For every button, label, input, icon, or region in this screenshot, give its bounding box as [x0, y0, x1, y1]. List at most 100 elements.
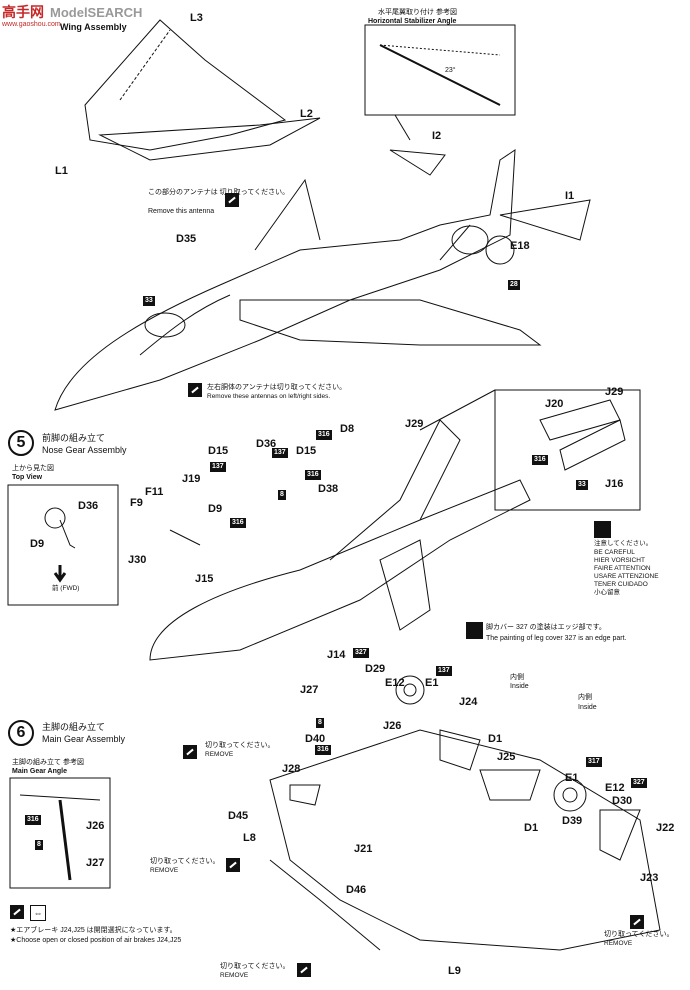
part-J29: J29 — [405, 418, 424, 430]
color-316: 316 — [305, 470, 321, 480]
part-L9: L9 — [448, 965, 461, 977]
caution-line: BE CAREFUL — [594, 549, 635, 556]
part-J19: J19 — [182, 473, 201, 485]
stabilizer-left — [389, 149, 446, 176]
part-I2: I2 — [432, 130, 442, 142]
stabilizer-ref-title-en: Horizontal Stabilizer Angle — [368, 18, 457, 25]
remove-note-en: REMOVE — [150, 867, 179, 874]
part-J29: J29 — [605, 386, 624, 398]
part-D39: D39 — [562, 815, 583, 827]
part-J14: J14 — [327, 649, 346, 661]
part-D35: D35 — [176, 233, 197, 245]
part-D1: D1 — [488, 733, 503, 745]
cut-icon — [297, 963, 311, 977]
step-5-number: 5 — [8, 430, 34, 456]
part-D1: D1 — [524, 822, 539, 834]
color-327: 327 — [353, 648, 369, 658]
step-5-title-jp: 前脚の組み立て — [42, 433, 106, 443]
part-D30: D30 — [612, 795, 633, 807]
wing-outline — [84, 19, 287, 151]
leg-cover-note-en: The painting of leg cover 327 is an edge… — [486, 635, 627, 642]
caution-line: USARE ATTENZIONE — [594, 573, 659, 580]
inside-en: Inside — [578, 704, 597, 711]
top-view-title-en: Top View — [12, 474, 43, 481]
main-gear-angle-title-jp: 主脚の組み立て 参考図 — [12, 759, 84, 766]
stabilizer-ref-title-jp: 水平尾翼取り付け 参考図 — [378, 9, 457, 16]
remove-note-jp: 切り取ってください。 — [220, 963, 290, 970]
color-28: 28 — [508, 280, 520, 290]
part-J25: J25 — [497, 751, 516, 763]
part-J23: J23 — [640, 872, 659, 884]
part-D40: D40 — [305, 733, 326, 745]
step-6-title-en: Main Gear Assembly — [42, 734, 126, 744]
wing-title: Wing Assembly — [60, 22, 127, 32]
step-5-title-en: Nose Gear Assembly — [42, 445, 127, 455]
caution-line: FAIRE ATTENTION — [594, 565, 651, 572]
open-close-icon: ⇔ — [30, 905, 46, 921]
part-D9: D9 — [208, 503, 223, 515]
part-J20: J20 — [545, 398, 564, 410]
remove-note-en: REMOVE — [205, 751, 234, 758]
top-view-title-jp: 上から見た図 — [12, 465, 54, 472]
cut-icon — [225, 193, 239, 207]
remove-note-en: REMOVE — [220, 972, 249, 979]
part-D46: D46 — [346, 884, 367, 896]
part-L3: L3 — [190, 12, 203, 24]
antenna-note-en: Remove this antenna — [148, 208, 215, 215]
part-J22: J22 — [656, 822, 675, 834]
top-view-D36: D36 — [78, 500, 99, 512]
part-F9: F9 — [130, 497, 143, 509]
part-J30: J30 — [128, 554, 147, 566]
part-J26: J26 — [383, 720, 402, 732]
part-J28: J28 — [282, 763, 301, 775]
antenna-note-jp: この部分のアンテナは 切り取ってください。 — [148, 189, 290, 196]
part-D15: D15 — [296, 445, 317, 457]
color-137: 137 — [210, 462, 226, 472]
color-316: 316 — [316, 430, 332, 440]
remove-note-en: REMOVE — [604, 940, 633, 947]
color-316: 316 — [315, 745, 331, 755]
cut-icon — [183, 745, 197, 759]
angle-J27: J27 — [86, 857, 105, 869]
color-316: 316 — [230, 518, 246, 528]
color-316: 316 — [25, 815, 41, 825]
main-wing-outline — [269, 729, 661, 951]
part-E12: E12 — [605, 782, 625, 794]
part-J15: J15 — [195, 573, 214, 585]
angle-J26: J26 — [86, 820, 105, 832]
inside-en: Inside — [510, 683, 529, 690]
step-6-title-jp: 主脚の組み立て — [42, 722, 106, 732]
cut-icon — [226, 858, 240, 872]
color-8: 8 — [35, 840, 43, 850]
caution-jp: 注意してください。 — [594, 540, 653, 547]
remove-note-jp: 切り取ってください。 — [150, 858, 220, 865]
caution-line: 小心留意 — [594, 589, 620, 596]
air-brake-note-en: ★Choose open or closed position of air b… — [10, 937, 182, 944]
part-I1: I1 — [565, 190, 575, 202]
air-brake-note-jp: ★エアブレーキ J24,J25 は開閉選択になっています。 — [10, 927, 177, 934]
watermark-logo: ModelSEARCH — [50, 5, 143, 20]
color-316: 316 — [532, 455, 548, 465]
part-D29: D29 — [365, 663, 386, 675]
part-L8: L8 — [243, 832, 256, 844]
color-8: 8 — [316, 718, 324, 728]
lower-wing-outline — [239, 299, 542, 346]
part-F11: F11 — [145, 486, 164, 498]
part-J16: J16 — [605, 478, 624, 490]
color-33: 33 — [576, 480, 588, 490]
remove-note-jp: 切り取ってください。 — [604, 931, 674, 938]
part-E18: E18 — [510, 240, 530, 252]
cut-icon — [630, 915, 644, 929]
part-L2: L2 — [300, 108, 313, 120]
inside-jp: 内側 — [578, 694, 592, 701]
paint-icon — [466, 622, 483, 639]
caution-line: TENER CUIDADO — [594, 581, 648, 588]
main-gear-angle-title-en: Main Gear Angle — [12, 768, 67, 775]
leg-cover-note-jp: 脚カバー 327 の塗装はエッジ部です。 — [486, 624, 606, 631]
top-view-D9: D9 — [30, 538, 45, 550]
part-E12: E12 — [385, 677, 405, 689]
color-137: 137 — [272, 448, 288, 458]
watermark-logo-cn: 高手网 — [2, 4, 44, 20]
part-E1: E1 — [425, 677, 439, 689]
top-view-fwd: 前 (FWD) — [52, 585, 80, 592]
